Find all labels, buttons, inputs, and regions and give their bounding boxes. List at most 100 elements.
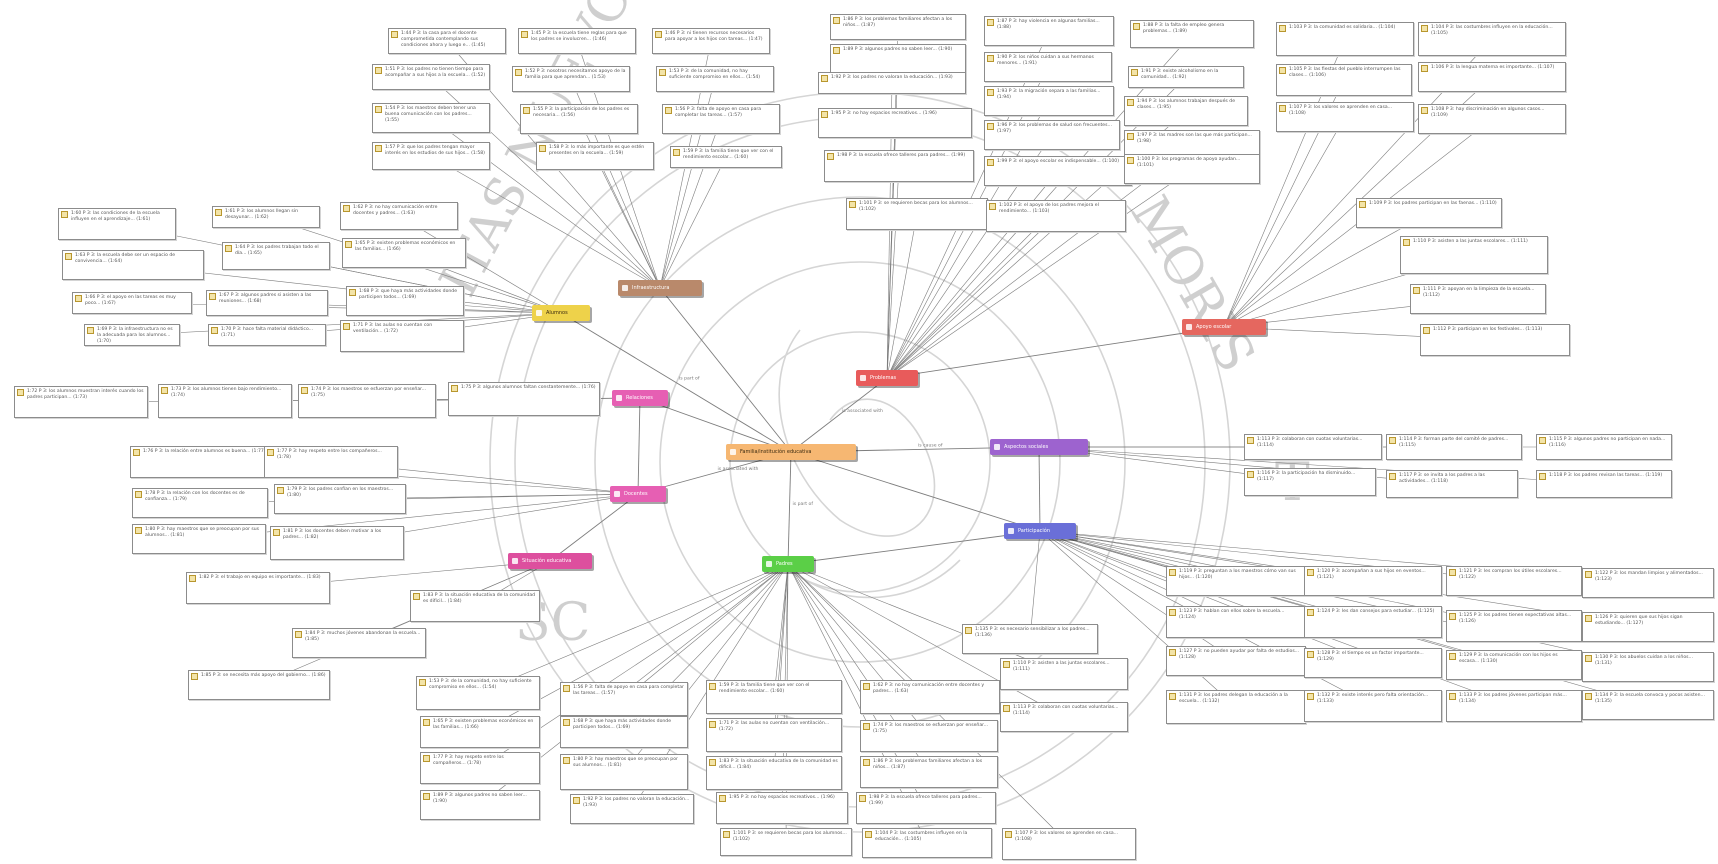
quotation-box[interactable]: 1:110 P 3: asisten a las juntas escolare… (1000, 658, 1128, 690)
quotation-box[interactable]: 1:70 P 3: hace falta material didáctico.… (208, 324, 326, 346)
quotation-box[interactable]: 1:129 P 3: la comunicación con los hijos… (1446, 650, 1582, 680)
quotation-box[interactable]: 1:98 P 3: la escuela ofrece talleres par… (856, 792, 996, 824)
quotation-box[interactable]: 1:105 P 3: las fiestas del pueblo interr… (1276, 64, 1412, 96)
quotation-box[interactable]: 1:121 P 3: les compran los útiles escola… (1446, 566, 1582, 596)
quotation-box[interactable]: 1:58 P 3: lo más importante es que estén… (536, 142, 654, 170)
quotation-box[interactable]: 1:52 P 3: nosotros necesitamos apoyo de … (512, 66, 630, 92)
quotation-box[interactable]: 1:68 P 3: que haya más actividades donde… (560, 716, 688, 748)
quotation-box[interactable]: 1:99 P 3: el apoyo escolar es indispensa… (984, 156, 1132, 186)
quotation-box[interactable]: 1:102 P 3: el apoyo de los padres mejora… (986, 200, 1126, 232)
quotation-box[interactable]: 1:101 P 3: se requieren becas para los a… (846, 198, 988, 230)
quotation-box[interactable]: 1:133 P 3: los padres jóvenes participan… (1446, 690, 1582, 722)
quotation-box[interactable]: 1:81 P 3: los docentes deben motivar a l… (270, 526, 404, 560)
quotation-box[interactable]: 1:95 P 3: no hay espacios recreativos...… (716, 792, 848, 824)
code-node-participacion[interactable]: Participación (1004, 523, 1076, 539)
quotation-box[interactable]: 1:125 P 3: los padres tienen expectativa… (1446, 610, 1582, 642)
quotation-box[interactable]: 1:103 P 3: la comunidad es solidaria... … (1276, 22, 1414, 56)
quotation-box[interactable]: 1:71 P 3: las aulas no cuentan con venti… (340, 320, 464, 352)
quotation-box[interactable]: 1:128 P 3: el tiempo es un factor import… (1304, 648, 1442, 678)
quotation-box[interactable]: 1:135 P 3: es necesario sensibilizar a l… (962, 624, 1098, 654)
quotation-box[interactable]: 1:84 P 3: muchos jóvenes abandonan la es… (292, 628, 426, 658)
quotation-box[interactable]: 1:106 P 3: la lengua materna es importan… (1418, 62, 1566, 92)
quotation-box[interactable]: 1:89 P 3: algunos padres no saben leer..… (830, 44, 966, 74)
quotation-box[interactable]: 1:92 P 3: los padres no valoran la educa… (818, 72, 966, 94)
quotation-box[interactable]: 1:94 P 3: los alumnos trabajan después d… (1124, 96, 1248, 126)
quotation-box[interactable]: 1:91 P 3: existe alcoholismo en la comun… (1128, 66, 1244, 88)
quotation-box[interactable]: 1:118 P 3: los padres revisan las tareas… (1536, 470, 1672, 498)
quotation-box[interactable]: 1:109 P 3: los padres participan en las … (1356, 198, 1502, 228)
quotation-box[interactable]: 1:79 P 3: los padres confían en los maes… (274, 484, 406, 514)
quotation-box[interactable]: 1:101 P 3: se requieren becas para los a… (720, 828, 852, 856)
quotation-box[interactable]: 1:119 P 3: preguntan a los maestros cómo… (1166, 566, 1306, 596)
quotation-box[interactable]: 1:98 P 3: la escuela ofrece talleres par… (824, 150, 974, 182)
quotation-box[interactable]: 1:90 P 3: los niños cuidan a sus hermano… (984, 52, 1112, 82)
code-node-docentes[interactable]: Docentes (610, 486, 666, 502)
quotation-box[interactable]: 1:117 P 3: se invita a los padres a las … (1386, 470, 1518, 498)
quotation-box[interactable]: 1:126 P 3: quieren que sus hijos sigan e… (1582, 612, 1714, 642)
quotation-box[interactable]: 1:80 P 3: hay maestros que se preocupan … (560, 754, 688, 790)
quotation-box[interactable]: 1:124 P 3: les dan consejos para estudia… (1304, 606, 1442, 638)
quotation-box[interactable]: 1:120 P 3: acompañan a sus hijos en even… (1304, 566, 1442, 596)
code-node-familia-institucion[interactable]: Familia/institución educativa (726, 444, 856, 460)
quotation-box[interactable]: 1:59 P 3: la familia tiene que ver con e… (706, 680, 842, 714)
quotation-box[interactable]: 1:53 P 3: de la comunidad, no hay sufici… (416, 676, 540, 710)
quotation-box[interactable]: 1:86 P 3: los problemas familiares afect… (860, 756, 998, 788)
quotation-box[interactable]: 1:77 P 3: hay respeto entre los compañer… (420, 752, 540, 784)
quotation-box[interactable]: 1:132 P 3: existe interés pero falta ori… (1304, 690, 1442, 722)
quotation-box[interactable]: 1:111 P 3: apoyan en la limpieza de la e… (1410, 284, 1546, 314)
quotation-box[interactable]: 1:92 P 3: los padres no valoran la educa… (570, 794, 694, 824)
quotation-box[interactable]: 1:107 P 3: los valores se aprenden en ca… (1002, 828, 1136, 860)
quotation-box[interactable]: 1:114 P 3: forman parte del comité de pa… (1386, 434, 1522, 460)
quotation-box[interactable]: 1:69 P 3: la infraestructura no es la ad… (84, 324, 180, 346)
code-node-aspectos-sociales[interactable]: Aspectos sociales (990, 439, 1088, 455)
quotation-box[interactable]: 1:78 P 3: la relación con los docentes e… (132, 488, 268, 518)
quotation-box[interactable]: 1:68 P 3: que haya más actividades donde… (346, 286, 464, 316)
quotation-box[interactable]: 1:87 P 3: hay violencia en algunas famil… (984, 16, 1114, 46)
quotation-box[interactable]: 1:57 P 3: que los padres tengan mayor in… (372, 142, 490, 170)
quotation-box[interactable]: 1:100 P 3: los programas de apoyo ayudan… (1124, 154, 1260, 184)
quotation-box[interactable]: 1:66 P 3: el apoyo en las tareas es muy … (72, 292, 192, 314)
code-node-infraestructura[interactable]: Infraestructura (618, 280, 702, 296)
quotation-box[interactable]: 1:83 P 3: la situación educativa de la c… (410, 590, 540, 622)
quotation-box[interactable]: 1:74 P 3: los maestros se esfuerzan por … (860, 720, 998, 752)
quotation-box[interactable]: 1:107 P 3: los valores se aprenden en ca… (1276, 102, 1414, 132)
quotation-box[interactable]: 1:104 P 3: las costumbres influyen en la… (862, 828, 992, 858)
quotation-box[interactable]: 1:56 P 3: falta de apoyo en casa para co… (560, 682, 688, 716)
quotation-box[interactable]: 1:83 P 3: la situación educativa de la c… (706, 756, 842, 790)
quotation-box[interactable]: 1:63 P 3: la escuela debe ser un espacio… (62, 250, 204, 280)
quotation-box[interactable]: 1:80 P 3: hay maestros que se preocupan … (132, 524, 266, 554)
quotation-box[interactable]: 1:60 P 3: las condiciones de la escuela … (58, 208, 176, 240)
quotation-box[interactable]: 1:93 P 3: la migración separa a las fami… (984, 86, 1114, 116)
quotation-box[interactable]: 1:113 P 3: colaboran con cuotas voluntar… (1244, 434, 1382, 460)
quotation-box[interactable]: 1:86 P 3: los problemas familiares afect… (830, 14, 966, 40)
quotation-box[interactable]: 1:127 P 3: no pueden ayudar por falta de… (1166, 646, 1306, 676)
code-node-situacion-educativa[interactable]: Situación educativa (508, 553, 592, 569)
quotation-box[interactable]: 1:62 P 3: no hay comunicación entre doce… (860, 680, 1000, 714)
quotation-box[interactable]: 1:61 P 3: los alumnos llegan sin desayun… (212, 206, 320, 228)
quotation-box[interactable]: 1:116 P 3: la participación ha disminuid… (1244, 468, 1376, 496)
quotation-box[interactable]: 1:96 P 3: los problemas de salud son fre… (984, 120, 1120, 150)
quotation-box[interactable]: 1:72 P 3: los alumnos muestran interés c… (14, 386, 148, 418)
quotation-box[interactable]: 1:46 P 3: ni tienen recursos necesarios … (652, 28, 770, 54)
code-node-alumnos[interactable]: Alumnos (532, 305, 590, 321)
quotation-box[interactable]: 1:65 P 3: existen problemas económicos e… (342, 238, 466, 268)
quotation-box[interactable]: 1:62 P 3: no hay comunicación entre doce… (340, 202, 458, 230)
quotation-box[interactable]: 1:64 P 3: los padres trabajan todo el dí… (222, 242, 330, 270)
quotation-box[interactable]: 1:51 P 3: los padres no tienen tiempo pa… (372, 64, 490, 90)
quotation-box[interactable]: 1:134 P 3: la escuela convoca y pocos as… (1582, 690, 1714, 720)
quotation-box[interactable]: 1:53 P 3: de la comunidad, no hay sufici… (656, 66, 774, 92)
code-node-problemas[interactable]: Problemas (856, 370, 918, 386)
quotation-box[interactable]: 1:59 P 3: la familia tiene que ver con e… (670, 146, 782, 168)
code-node-apoyo-escolar[interactable]: Apoyo escolar (1182, 319, 1266, 335)
quotation-box[interactable]: 1:112 P 3: participan en los festivales.… (1420, 324, 1570, 356)
code-node-relaciones[interactable]: Relaciones (612, 390, 668, 406)
quotation-box[interactable]: 1:71 P 3: las aulas no cuentan con venti… (706, 718, 842, 752)
quotation-box[interactable]: 1:89 P 3: algunos padres no saben leer..… (420, 790, 540, 820)
quotation-box[interactable]: 1:123 P 3: hablan con ellos sobre la esc… (1166, 606, 1306, 638)
quotation-box[interactable]: 1:113 P 3: colaboran con cuotas voluntar… (1000, 702, 1128, 732)
quotation-box[interactable]: 1:44 P 3: la casa para el docente compro… (388, 28, 506, 54)
quotation-box[interactable]: 1:108 P 3: hay discriminación en algunos… (1418, 104, 1566, 134)
quotation-box[interactable]: 1:76 P 3: la relación entre alumnos es b… (130, 446, 270, 478)
quotation-box[interactable]: 1:122 P 3: los mandan limpios y alimenta… (1582, 568, 1714, 598)
quotation-box[interactable]: 1:67 P 3: algunos padres si asisten a la… (206, 290, 328, 316)
